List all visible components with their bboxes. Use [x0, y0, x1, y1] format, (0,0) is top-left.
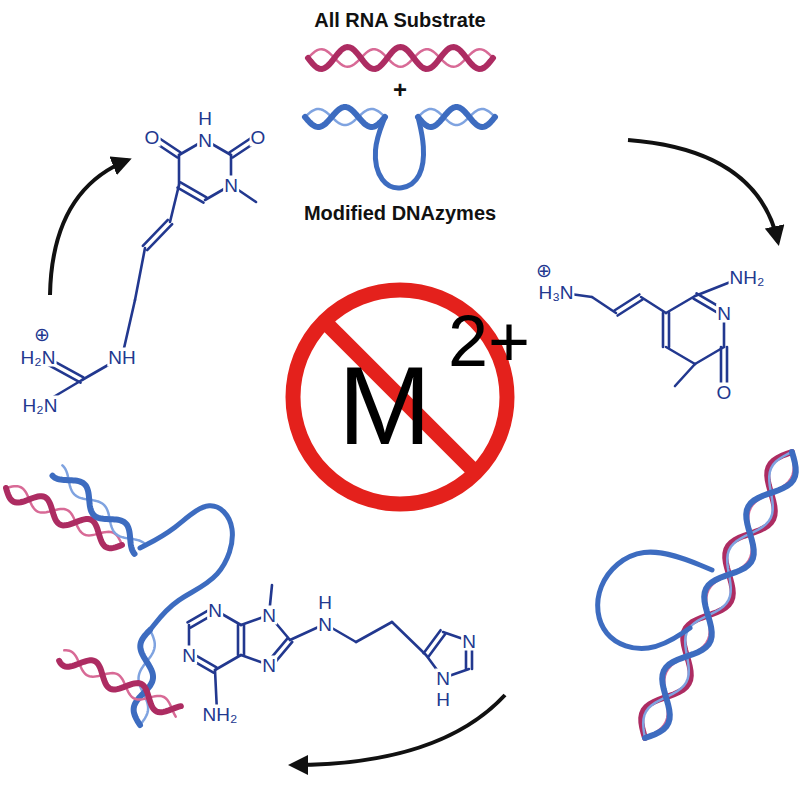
cycle-arrow — [292, 695, 505, 765]
atom-label: O — [250, 128, 267, 147]
atom-label: H — [435, 690, 451, 709]
atom-label: H — [197, 109, 213, 128]
bond-line — [592, 297, 616, 313]
bond-line — [147, 224, 172, 250]
heading: All RNA Substrate — [314, 10, 486, 30]
dnazyme-loop — [375, 117, 423, 188]
bond-line — [243, 625, 246, 655]
atom-label: N — [223, 176, 239, 195]
bond-line — [666, 347, 695, 364]
bond-line — [675, 364, 695, 386]
dnazyme-arm — [418, 107, 495, 127]
atom-label: N — [197, 131, 213, 150]
dnazyme-arm-edge — [418, 109, 495, 125]
nucleic-acid-strands — [6, 47, 796, 738]
atom-label: N — [207, 601, 223, 620]
charge-label: ⊕ — [33, 325, 51, 344]
rna-fragment — [59, 660, 181, 712]
atom-label: H₂N — [20, 348, 57, 367]
dnazyme-arm-edge — [305, 109, 385, 125]
bond-line — [356, 622, 392, 642]
bond-line — [668, 313, 671, 347]
bond-line — [178, 155, 181, 185]
bond-line — [170, 185, 179, 222]
cycle-arrow — [628, 140, 778, 242]
atom-label: NH₂ — [202, 705, 239, 724]
dnazyme-strand — [645, 452, 796, 738]
bond-line — [180, 182, 206, 197]
atom-label: NH₂ — [729, 268, 766, 287]
ion-charge: 2+ — [448, 305, 530, 377]
atom-label: N — [716, 304, 732, 323]
bond-line — [641, 297, 666, 313]
bond-line — [618, 300, 643, 316]
bond-line — [666, 296, 695, 313]
no-metal-sign: M2+ — [278, 275, 522, 519]
heading: Modified DNAzymes — [304, 203, 496, 223]
atom-label: O — [144, 128, 161, 147]
cycle-arrow — [50, 160, 128, 295]
dnazyme-loop — [140, 506, 232, 630]
dnazyme-arm — [134, 630, 153, 725]
bond-line — [662, 313, 665, 347]
atom-label: N — [435, 669, 451, 688]
bond-line — [424, 630, 441, 653]
atom-label: H — [317, 593, 333, 612]
dnazyme-arm — [53, 476, 135, 554]
dnazyme-arm — [305, 107, 385, 127]
atom-label: H₃N — [537, 283, 574, 302]
ion-symbol: M — [338, 350, 431, 462]
bond-line — [135, 248, 145, 300]
atom-label: N — [317, 615, 333, 634]
atom-label: O — [716, 383, 733, 402]
bond-line — [178, 188, 204, 203]
atom-label: N — [181, 646, 197, 665]
charge-label: ⊕ — [535, 261, 553, 280]
bond-line — [237, 625, 240, 655]
atom-label: N — [261, 606, 277, 625]
atom-label: N — [461, 632, 477, 651]
atom-label: N — [261, 656, 277, 675]
bond-line — [215, 655, 241, 670]
atom-label: H₂N — [22, 396, 59, 415]
plus-sign: + — [393, 78, 407, 102]
bond-line — [392, 622, 426, 655]
bond-line — [695, 347, 724, 364]
atom-label: NH — [107, 348, 136, 367]
dnazyme-loop — [598, 552, 712, 648]
chemical-bonds — [39, 135, 738, 712]
rna-fragment-edge — [6, 486, 122, 545]
rna-strand — [308, 47, 493, 69]
